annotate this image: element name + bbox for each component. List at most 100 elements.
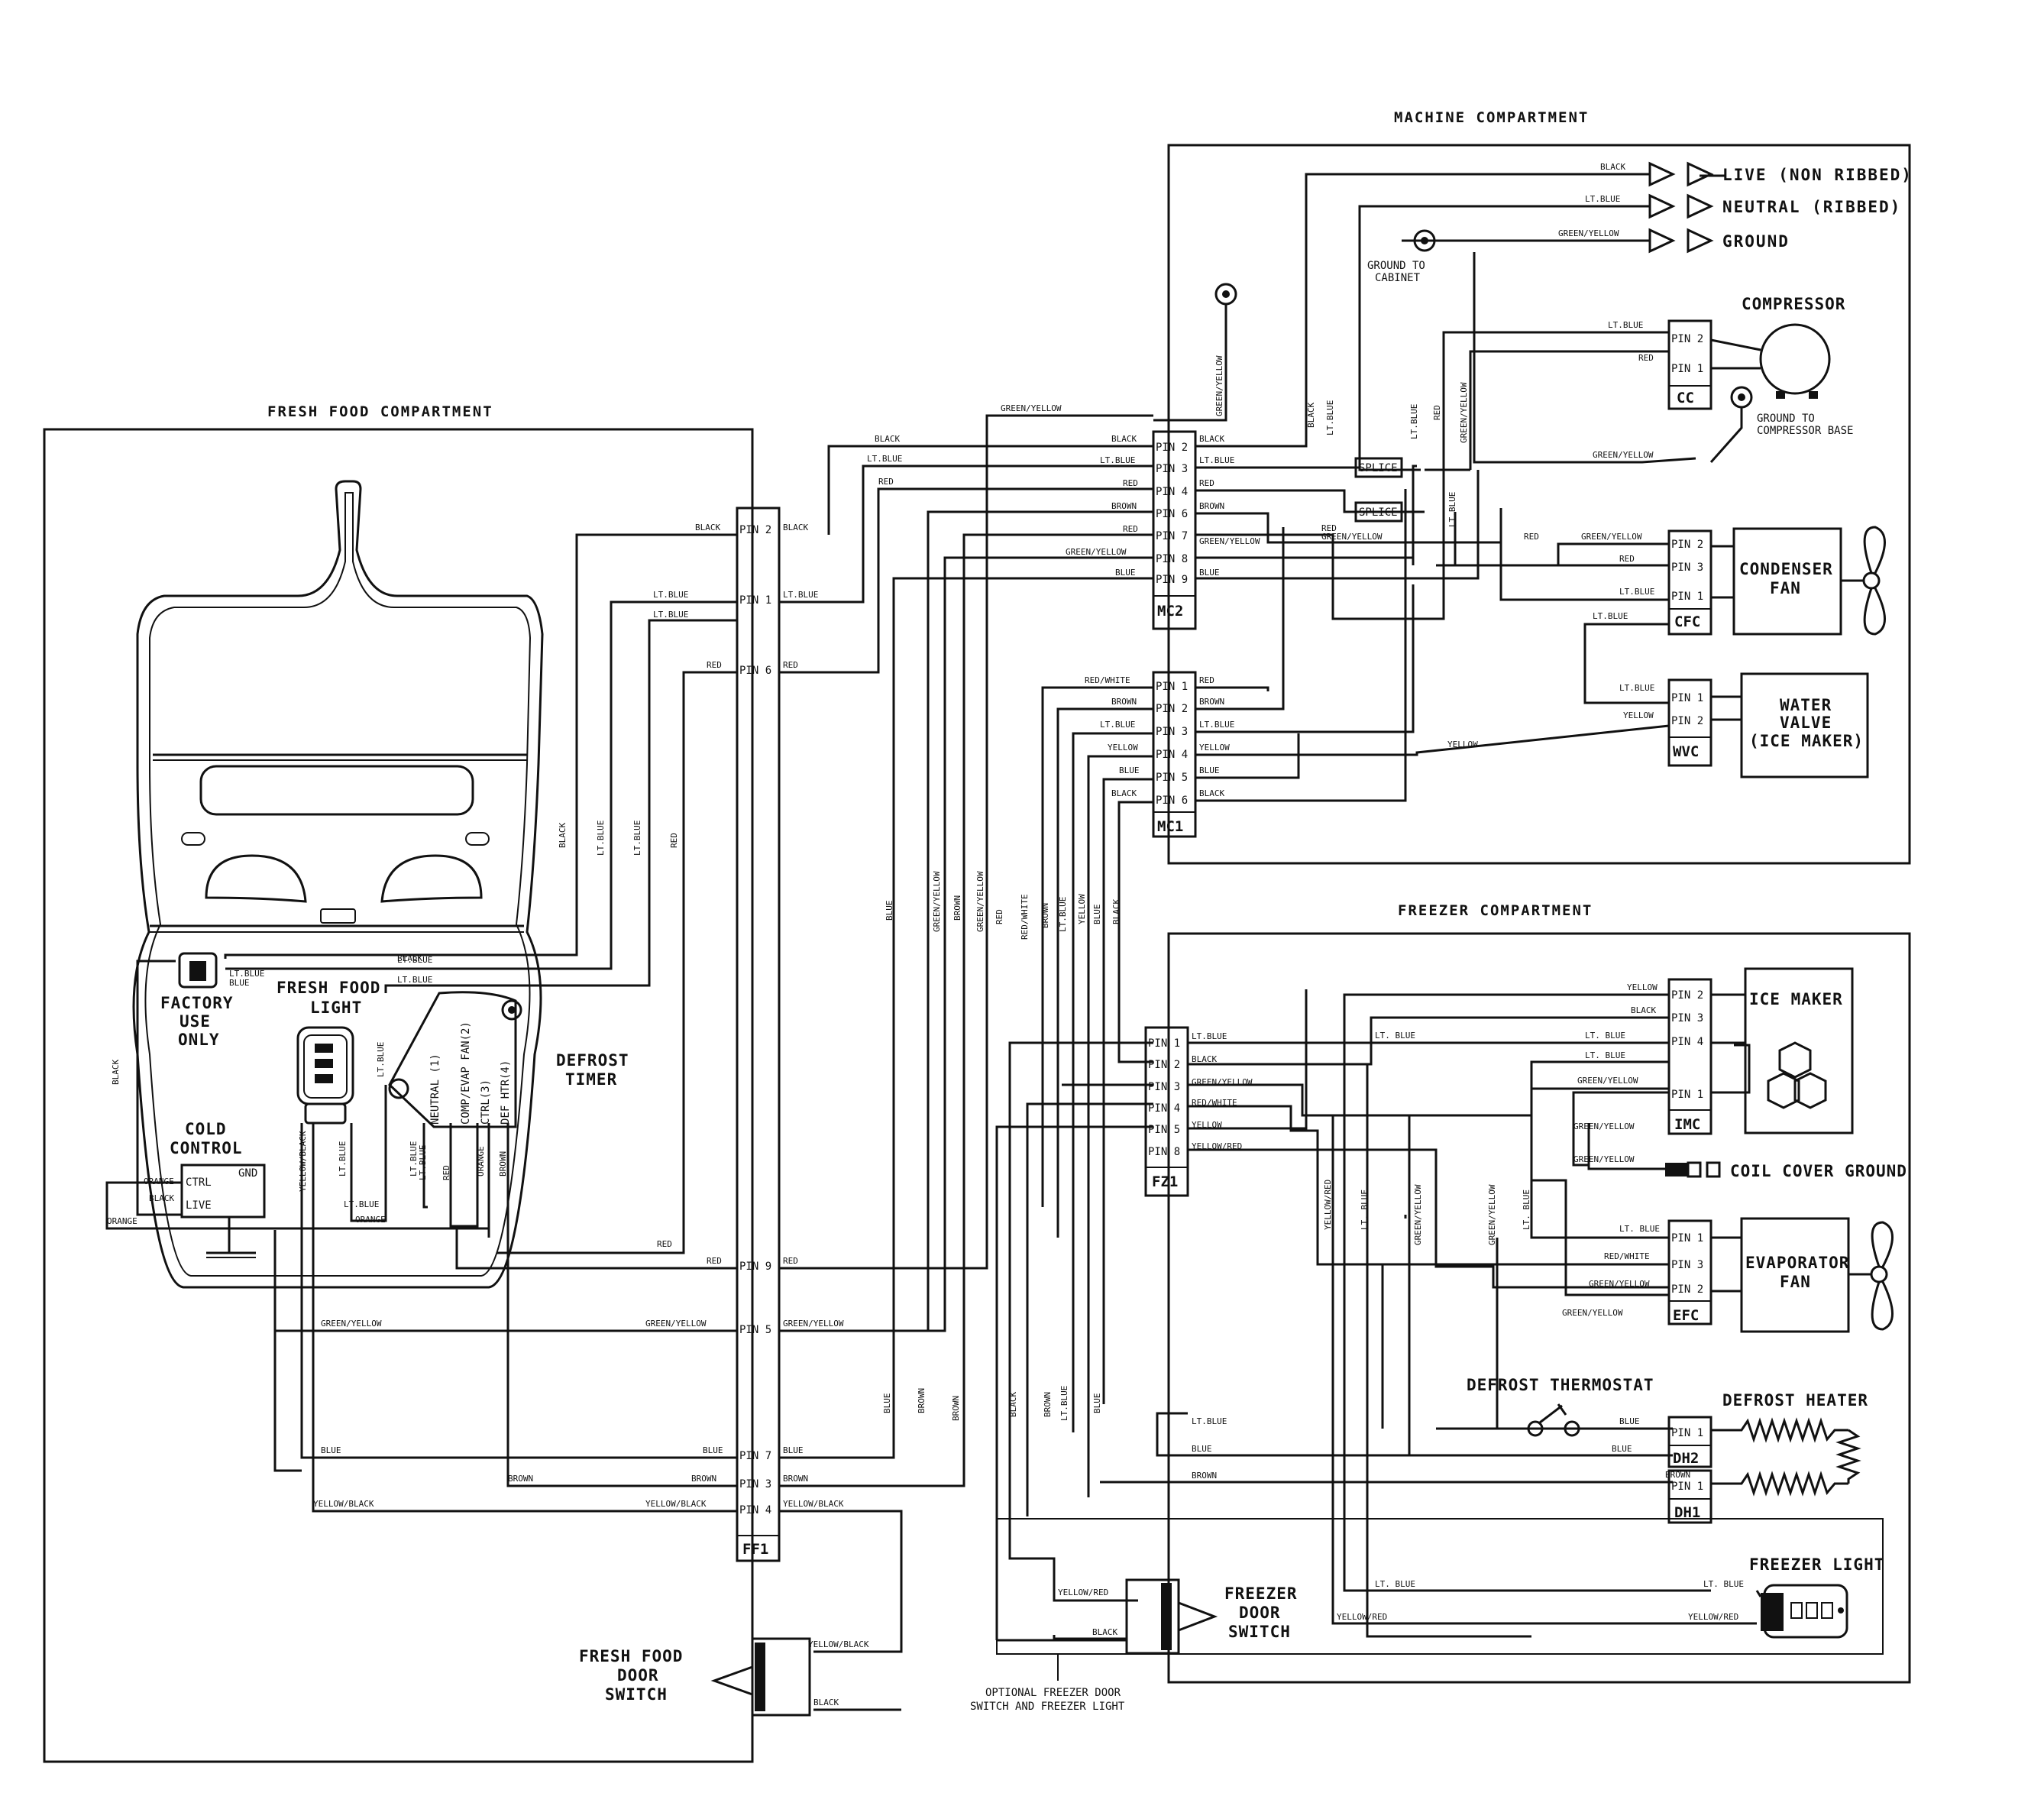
svg-text:YELLOW: YELLOW	[1077, 894, 1087, 924]
svg-text:BROWN: BROWN	[1043, 1392, 1053, 1417]
svg-text:GREEN/YELLOW: GREEN/YELLOW	[975, 871, 985, 932]
machine-top-labels: BLACK LT.BLUE GREEN/YELLOW	[1558, 162, 1625, 238]
svg-text:GREEN/YELLOW: GREEN/YELLOW	[1558, 228, 1619, 238]
section-frames	[43, 144, 1911, 1763]
freezer-light-link	[1755, 1590, 1762, 1597]
svg-text:YELLOW/BLACK: YELLOW/BLACK	[298, 1131, 308, 1192]
svg-text:RED: RED	[657, 1239, 672, 1249]
svg-text:RED: RED	[783, 1256, 798, 1266]
water-valve-box	[1740, 672, 1869, 778]
svg-text:RED: RED	[1123, 524, 1138, 534]
defrost-heater-label: DEFROST HEATER	[1722, 1391, 1868, 1410]
freezer-door-switch-wire-labels: YELLOW/RED BLACK	[1058, 1588, 1117, 1637]
splice-1-label: SPLICE	[1359, 462, 1398, 474]
freezer-frame	[1167, 932, 1911, 1684]
svg-text:BLUE: BLUE	[321, 1445, 341, 1455]
svg-text:CTRL(3): CTRL(3)	[480, 1079, 492, 1125]
svg-text:BROWN: BROWN	[1192, 1471, 1217, 1481]
svg-text:GREEN/YELLOW: GREEN/YELLOW	[1581, 532, 1642, 542]
evaporator-fan-label: EVAPORATOR FAN	[1745, 1254, 1849, 1291]
svg-text:LT. BLUE: LT. BLUE	[1522, 1189, 1531, 1230]
svg-text:PIN 8: PIN 8	[1148, 1146, 1180, 1158]
svg-text:RED: RED	[1524, 532, 1539, 542]
freezer-door-switch-label: FREEZER DOOR SWITCH	[1224, 1584, 1297, 1641]
svg-text:YELLOW/BLACK: YELLOW/BLACK	[783, 1499, 844, 1509]
svg-text:BROWN: BROWN	[1665, 1470, 1690, 1480]
svg-text:PIN 1: PIN 1	[1671, 1427, 1703, 1439]
riser-wires	[779, 414, 1153, 1640]
compressor-icon	[1710, 323, 1831, 399]
svg-text:YELLOW/RED: YELLOW/RED	[1058, 1588, 1108, 1597]
svg-text:PIN 4: PIN 4	[739, 1504, 771, 1516]
svg-text:BLACK: BLACK	[149, 1193, 174, 1203]
ice-maker-label: ICE MAKER	[1749, 990, 1843, 1008]
svg-text:PIN 7: PIN 7	[739, 1450, 771, 1462]
svg-text:BLACK: BLACK	[1111, 434, 1137, 444]
svg-text:FACTORY: FACTORY	[160, 994, 234, 1012]
fresh-food-light-label: FRESH FOOD LIGHT	[277, 979, 380, 1017]
compressor-label: COMPRESSOR	[1742, 295, 1845, 313]
dh2-connector: PIN 1 DH2	[1667, 1416, 1712, 1468]
svg-text:PIN 4: PIN 4	[1156, 486, 1188, 498]
defrost-timer-icon	[388, 991, 522, 1128]
svg-text:BLACK: BLACK	[1111, 788, 1137, 798]
svg-text:GREEN/YELLOW: GREEN/YELLOW	[1321, 532, 1383, 542]
svg-text:GREEN/YELLOW: GREEN/YELLOW	[1577, 1076, 1638, 1086]
svg-text:LT.BLUE: LT.BLUE	[1192, 1416, 1227, 1426]
coil-cover-ground-label: COIL COVER GROUND	[1730, 1162, 1907, 1180]
svg-text:BROWN: BROWN	[498, 1151, 508, 1176]
cc-wire-labels: LT.BLUE RED GREEN/YELLOW BLACK LT.BLUE L…	[1306, 320, 1654, 527]
svg-text:COLD: COLD	[185, 1120, 227, 1138]
svg-text:LT.BLUE: LT.BLUE	[1100, 455, 1135, 465]
efc-connector: PIN 1 PIN 3 PIN 2 EFC	[1667, 1219, 1712, 1325]
svg-text:LT. BLUE: LT. BLUE	[1375, 1031, 1415, 1041]
condenser-fan-label: CONDENSER FAN	[1739, 560, 1832, 597]
svg-text:PIN 7: PIN 7	[1156, 530, 1188, 542]
svg-text:RED: RED	[441, 1165, 451, 1180]
svg-text:BLACK: BLACK	[1600, 162, 1625, 172]
svg-text:GREEN/YELLOW: GREEN/YELLOW	[1589, 1279, 1650, 1289]
svg-text:CONTROL: CONTROL	[170, 1139, 243, 1157]
svg-text:RED: RED	[1619, 554, 1635, 564]
svg-text:LT.BLUE: LT.BLUE	[1608, 320, 1643, 330]
svg-text:BLUE: BLUE	[1619, 1416, 1640, 1426]
svg-text:LT.BLUE: LT.BLUE	[1100, 720, 1135, 730]
svg-text:EVAPORATOR: EVAPORATOR	[1745, 1254, 1849, 1272]
svg-text:PIN 6: PIN 6	[739, 665, 771, 677]
machine-title: MACHINE COMPARTMENT	[1394, 109, 1589, 126]
svg-text:GREEN/YELLOW: GREEN/YELLOW	[1562, 1308, 1623, 1318]
svg-text:PIN 3: PIN 3	[1148, 1081, 1180, 1093]
svg-text:DEFROST: DEFROST	[556, 1051, 629, 1070]
svg-text:LT.BLUE: LT.BLUE	[1409, 404, 1419, 439]
svg-text:LT.BLUE: LT.BLUE	[418, 1145, 428, 1180]
coil-cover-ground-icon	[1587, 1123, 1721, 1178]
svg-text:GREEN/YELLOW: GREEN/YELLOW	[1199, 536, 1260, 546]
svg-text:RED/WHITE: RED/WHITE	[1085, 675, 1130, 685]
svg-text:GND: GND	[238, 1167, 257, 1180]
svg-text:BROWN: BROWN	[783, 1474, 808, 1484]
svg-text:PIN 2: PIN 2	[1671, 539, 1703, 551]
fresh-food-door-switch-label: FRESH FOOD DOOR SWITCH	[579, 1647, 682, 1704]
condenser-fan-icon	[1841, 526, 1886, 636]
power-arrows	[1648, 161, 1714, 254]
svg-text:LT.BLUE: LT.BLUE	[653, 590, 688, 600]
svg-text:LT. BLUE: LT. BLUE	[1375, 1579, 1415, 1589]
svg-text:LT.BLUE: LT.BLUE	[1447, 492, 1457, 527]
svg-text:BROWN: BROWN	[951, 1396, 961, 1421]
svg-text:GREEN/YELLOW: GREEN/YELLOW	[1066, 547, 1127, 557]
svg-text:GREEN/YELLOW: GREEN/YELLOW	[1459, 382, 1469, 443]
svg-text:BLACK: BLACK	[1306, 403, 1316, 428]
svg-text:YELLOW: YELLOW	[1627, 982, 1658, 992]
svg-text:TIMER: TIMER	[565, 1070, 617, 1089]
svg-text:RED: RED	[1432, 405, 1442, 420]
ground-label: GROUND	[1722, 232, 1790, 251]
svg-text:MC1: MC1	[1157, 818, 1183, 835]
dh1-connector: PIN 1 DH1	[1667, 1469, 1712, 1524]
svg-text:CC: CC	[1677, 390, 1694, 406]
svg-text:LT.BLUE: LT.BLUE	[1192, 1031, 1227, 1041]
svg-text:PIN 3: PIN 3	[1671, 1259, 1703, 1271]
svg-text:BLUE: BLUE	[885, 901, 894, 921]
svg-text:CFC: CFC	[1674, 613, 1700, 630]
svg-text:DOOR: DOOR	[617, 1666, 659, 1685]
svg-text:LT.BLUE: LT.BLUE	[1585, 194, 1620, 204]
